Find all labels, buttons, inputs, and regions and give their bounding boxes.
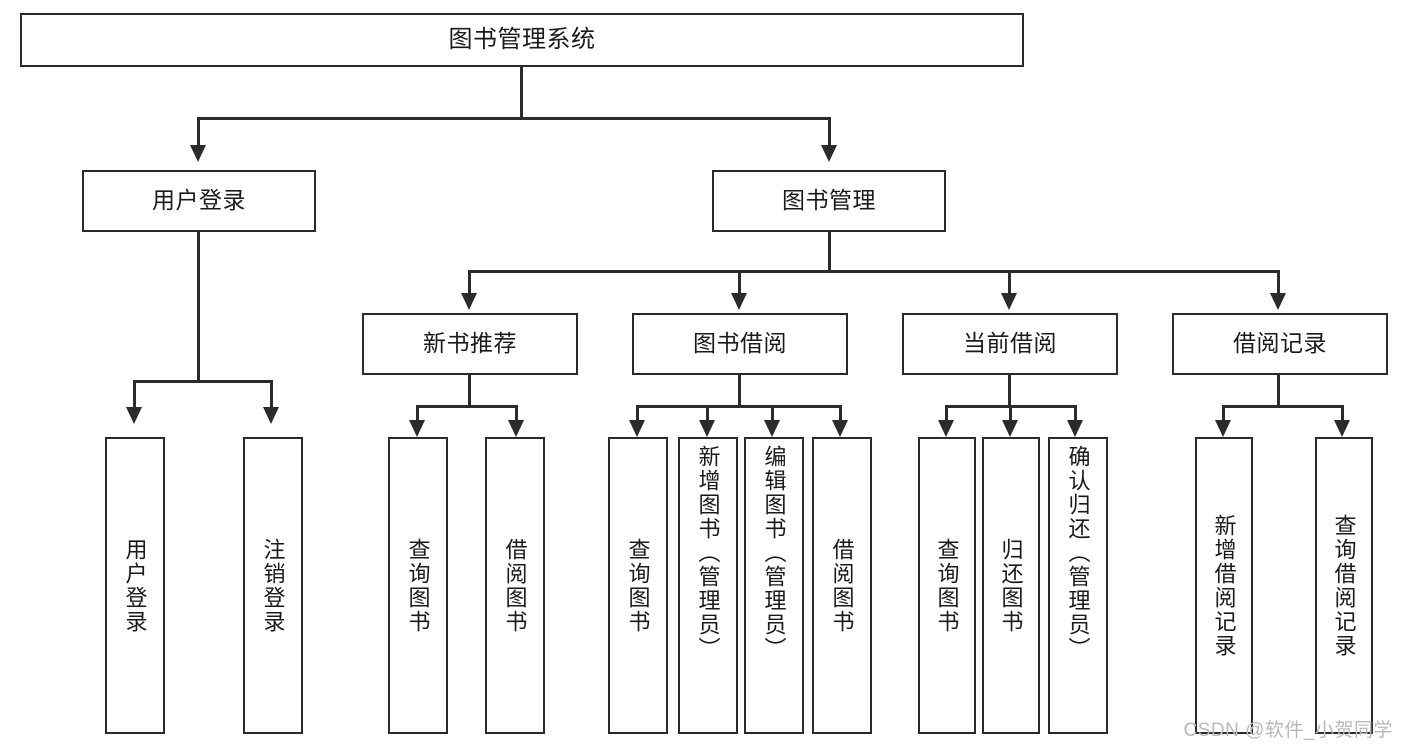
connector-borrow-to-l4 xyxy=(839,405,842,423)
node-label: 新书推荐 xyxy=(423,330,517,357)
connector-bookmgmt-bus xyxy=(468,270,1280,273)
arrowhead-borrow-to-l3 xyxy=(764,420,780,437)
leaf-recommend-query-book[interactable]: 查询图书 xyxy=(388,437,448,734)
connector-root-to-bookmgmt xyxy=(828,117,831,147)
node-current-borrow[interactable]: 当前借阅 xyxy=(902,313,1118,375)
leaf-borrow-edit-book-admin[interactable]: 编辑图书（管理员） xyxy=(744,437,804,734)
node-label: 图书借阅 xyxy=(693,330,787,357)
connector-borrow-stem xyxy=(738,375,741,407)
node-label: 确认归还（管理员） xyxy=(1065,445,1091,661)
arrowhead-root-to-login xyxy=(190,145,206,162)
node-label: 借阅图书 xyxy=(502,537,528,634)
connector-bookmgmt-to-c1 xyxy=(468,270,471,295)
node-label: 借阅图书 xyxy=(829,537,855,634)
leaf-borrow-query-book[interactable]: 查询图书 xyxy=(608,437,668,734)
leaf-user-login[interactable]: 用户登录 xyxy=(105,437,165,734)
connector-borrow-to-l2 xyxy=(706,405,709,423)
connector-current-to-l3 xyxy=(1074,405,1077,423)
arrowhead-record-to-l1 xyxy=(1215,420,1231,437)
arrowhead-bookmgmt-to-c1 xyxy=(461,293,477,310)
connector-record-bus xyxy=(1222,405,1344,408)
node-label: 新增借阅记录 xyxy=(1211,513,1237,658)
connector-login-to-l2 xyxy=(270,380,273,409)
connector-bookmgmt-to-c4 xyxy=(1277,270,1280,295)
arrowhead-login-to-l1 xyxy=(126,407,142,424)
node-label: 查询图书 xyxy=(934,537,960,634)
connector-recommend-bus xyxy=(416,405,518,408)
connector-borrow-to-l1 xyxy=(636,405,639,423)
node-label: 查询图书 xyxy=(625,537,651,634)
node-new-book-recommend[interactable]: 新书推荐 xyxy=(362,313,578,375)
node-root-system[interactable]: 图书管理系统 xyxy=(20,13,1024,67)
connector-record-stem xyxy=(1277,375,1280,407)
arrowhead-bookmgmt-to-c4 xyxy=(1270,293,1286,310)
leaf-borrow-add-book-admin[interactable]: 新增图书（管理员） xyxy=(678,437,738,734)
leaf-current-confirm-return-admin[interactable]: 确认归还（管理员） xyxy=(1048,437,1108,734)
connector-current-to-l1 xyxy=(945,405,948,423)
connector-bookmgmt-to-c3 xyxy=(1008,270,1011,295)
node-borrow-record[interactable]: 借阅记录 xyxy=(1172,313,1388,375)
node-label: 用户登录 xyxy=(152,187,246,214)
arrowhead-current-to-l1 xyxy=(938,420,954,437)
arrowhead-login-to-l2 xyxy=(263,407,279,424)
connector-record-to-l2 xyxy=(1341,405,1344,423)
connector-login-bus xyxy=(133,380,270,383)
connector-recommend-to-l2 xyxy=(515,405,518,423)
node-label: 新增图书（管理员） xyxy=(695,445,721,661)
connector-root-to-login xyxy=(197,117,200,147)
leaf-recommend-borrow-book[interactable]: 借阅图书 xyxy=(485,437,545,734)
connector-bookmgmt-stem xyxy=(828,232,831,272)
node-book-borrow[interactable]: 图书借阅 xyxy=(632,313,848,375)
arrowhead-borrow-to-l2 xyxy=(699,420,715,437)
leaf-current-query-book[interactable]: 查询图书 xyxy=(918,437,976,734)
connector-current-to-l2 xyxy=(1009,405,1012,423)
arrowhead-recommend-to-l2 xyxy=(508,420,524,437)
connector-bookmgmt-to-c2 xyxy=(738,270,741,295)
node-label: 用户登录 xyxy=(122,537,148,634)
connector-record-to-l1 xyxy=(1222,405,1225,423)
connector-recommend-to-l1 xyxy=(416,405,419,423)
connector-current-stem xyxy=(1008,375,1011,407)
arrowhead-borrow-to-l4 xyxy=(832,420,848,437)
connector-recommend-stem xyxy=(468,375,471,407)
node-user-login[interactable]: 用户登录 xyxy=(82,170,316,232)
arrowhead-borrow-to-l1 xyxy=(629,420,645,437)
connector-login-stem xyxy=(197,232,200,382)
arrowhead-record-to-l2 xyxy=(1334,420,1350,437)
leaf-user-logout[interactable]: 注销登录 xyxy=(243,437,303,734)
node-label: 查询借阅记录 xyxy=(1331,513,1357,658)
node-label: 借阅记录 xyxy=(1233,330,1327,357)
node-label: 注销登录 xyxy=(260,537,286,634)
arrowhead-recommend-to-l1 xyxy=(409,420,425,437)
node-label: 编辑图书（管理员） xyxy=(761,445,787,661)
leaf-record-query-record[interactable]: 查询借阅记录 xyxy=(1315,437,1373,734)
arrowhead-bookmgmt-to-c2 xyxy=(731,293,747,310)
node-label: 查询图书 xyxy=(405,537,431,634)
node-label: 归还图书 xyxy=(998,537,1024,634)
arrowhead-bookmgmt-to-c3 xyxy=(1001,293,1017,310)
node-book-management[interactable]: 图书管理 xyxy=(712,170,946,232)
leaf-borrow-borrow-book[interactable]: 借阅图书 xyxy=(812,437,872,734)
node-label: 当前借阅 xyxy=(963,330,1057,357)
node-label: 图书管理系统 xyxy=(448,25,596,53)
connector-root-bus xyxy=(197,117,831,120)
arrowhead-current-to-l2 xyxy=(1002,420,1018,437)
leaf-record-add-record[interactable]: 新增借阅记录 xyxy=(1195,437,1253,734)
leaf-current-return-book[interactable]: 归还图书 xyxy=(982,437,1040,734)
connector-borrow-to-l3 xyxy=(771,405,774,423)
connector-login-to-l1 xyxy=(133,380,136,409)
node-label: 图书管理 xyxy=(782,187,876,214)
arrowhead-current-to-l3 xyxy=(1067,420,1083,437)
connector-root-stem xyxy=(520,67,523,119)
connector-borrow-bus xyxy=(636,405,840,408)
csdn-watermark: CSDN @软件_小贺同学 xyxy=(1183,720,1393,741)
arrowhead-root-to-bookmgmt xyxy=(821,145,837,162)
